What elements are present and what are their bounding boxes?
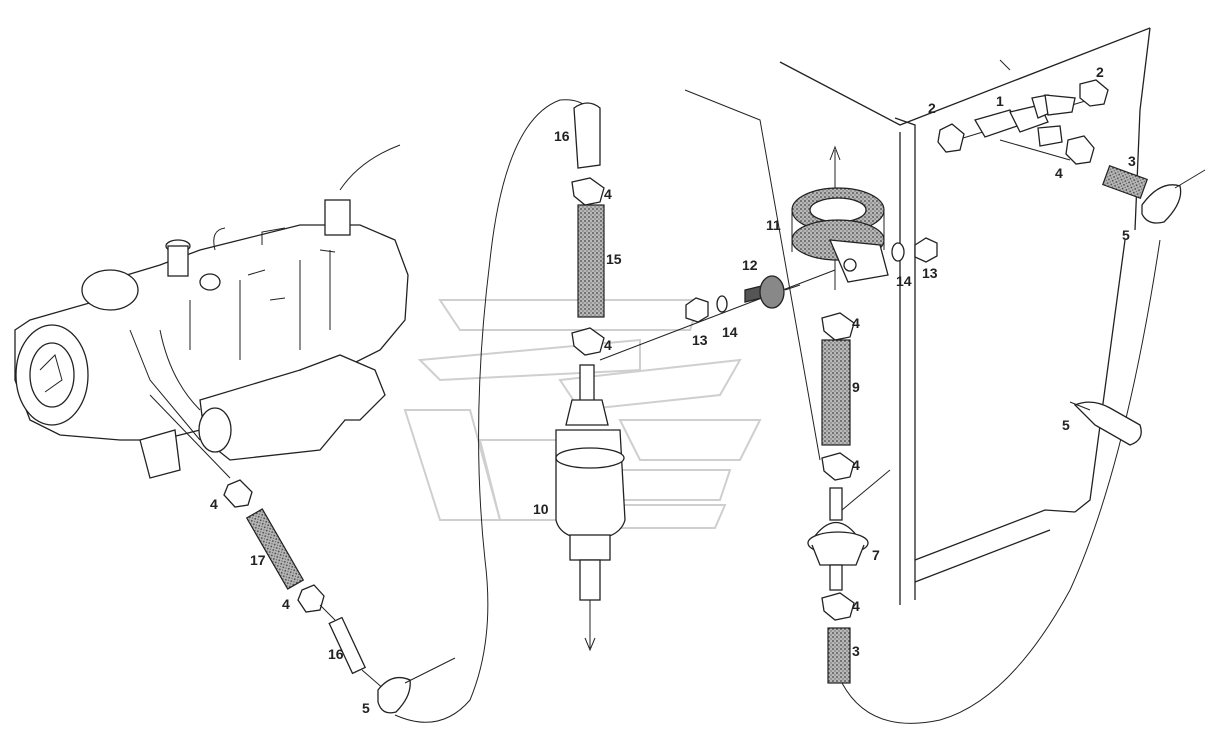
label-2: 2 xyxy=(1096,64,1104,80)
label-4: 4 xyxy=(852,598,860,614)
label-3: 3 xyxy=(852,643,860,659)
label-3: 3 xyxy=(1128,153,1136,169)
label-13: 13 xyxy=(922,265,938,281)
label-5: 5 xyxy=(1122,227,1130,243)
label-7: 7 xyxy=(872,547,880,563)
label-11: 11 xyxy=(766,217,781,233)
label-4: 4 xyxy=(852,315,860,331)
label-15: 15 xyxy=(606,251,622,267)
label-4: 4 xyxy=(852,457,860,473)
label-16: 16 xyxy=(554,128,570,144)
label-9: 9 xyxy=(852,379,860,395)
right-fuel-assembly xyxy=(807,145,1161,724)
label-4: 4 xyxy=(282,596,290,612)
watermark-logo xyxy=(403,299,762,529)
tee-fitting xyxy=(937,79,1206,446)
label-1: 1 xyxy=(996,93,1004,109)
label-5: 5 xyxy=(1062,417,1070,433)
label-12: 12 xyxy=(742,257,758,273)
label-10: 10 xyxy=(533,501,549,517)
label-13: 13 xyxy=(692,332,708,348)
label-16: 16 xyxy=(328,646,344,662)
center-fuel-assembly xyxy=(555,102,626,652)
label-4: 4 xyxy=(210,496,218,512)
label-4: 4 xyxy=(604,337,612,353)
label-4: 4 xyxy=(1055,165,1063,181)
heater-unit xyxy=(14,144,409,479)
label-14: 14 xyxy=(722,324,738,340)
bolt-and-nuts xyxy=(685,237,938,323)
vehicle-body-outline xyxy=(684,27,1151,605)
part-labels: 1 2 2 3 3 4 4 4 4 4 4 4 4 5 5 5 7 9 10 1… xyxy=(210,64,1136,716)
label-2: 2 xyxy=(928,100,936,116)
label-14: 14 xyxy=(896,273,912,289)
label-4: 4 xyxy=(604,186,612,202)
label-5: 5 xyxy=(362,700,370,716)
fuel-line-left xyxy=(149,99,591,723)
label-17: 17 xyxy=(250,552,266,568)
mounting-bracket xyxy=(599,187,889,361)
